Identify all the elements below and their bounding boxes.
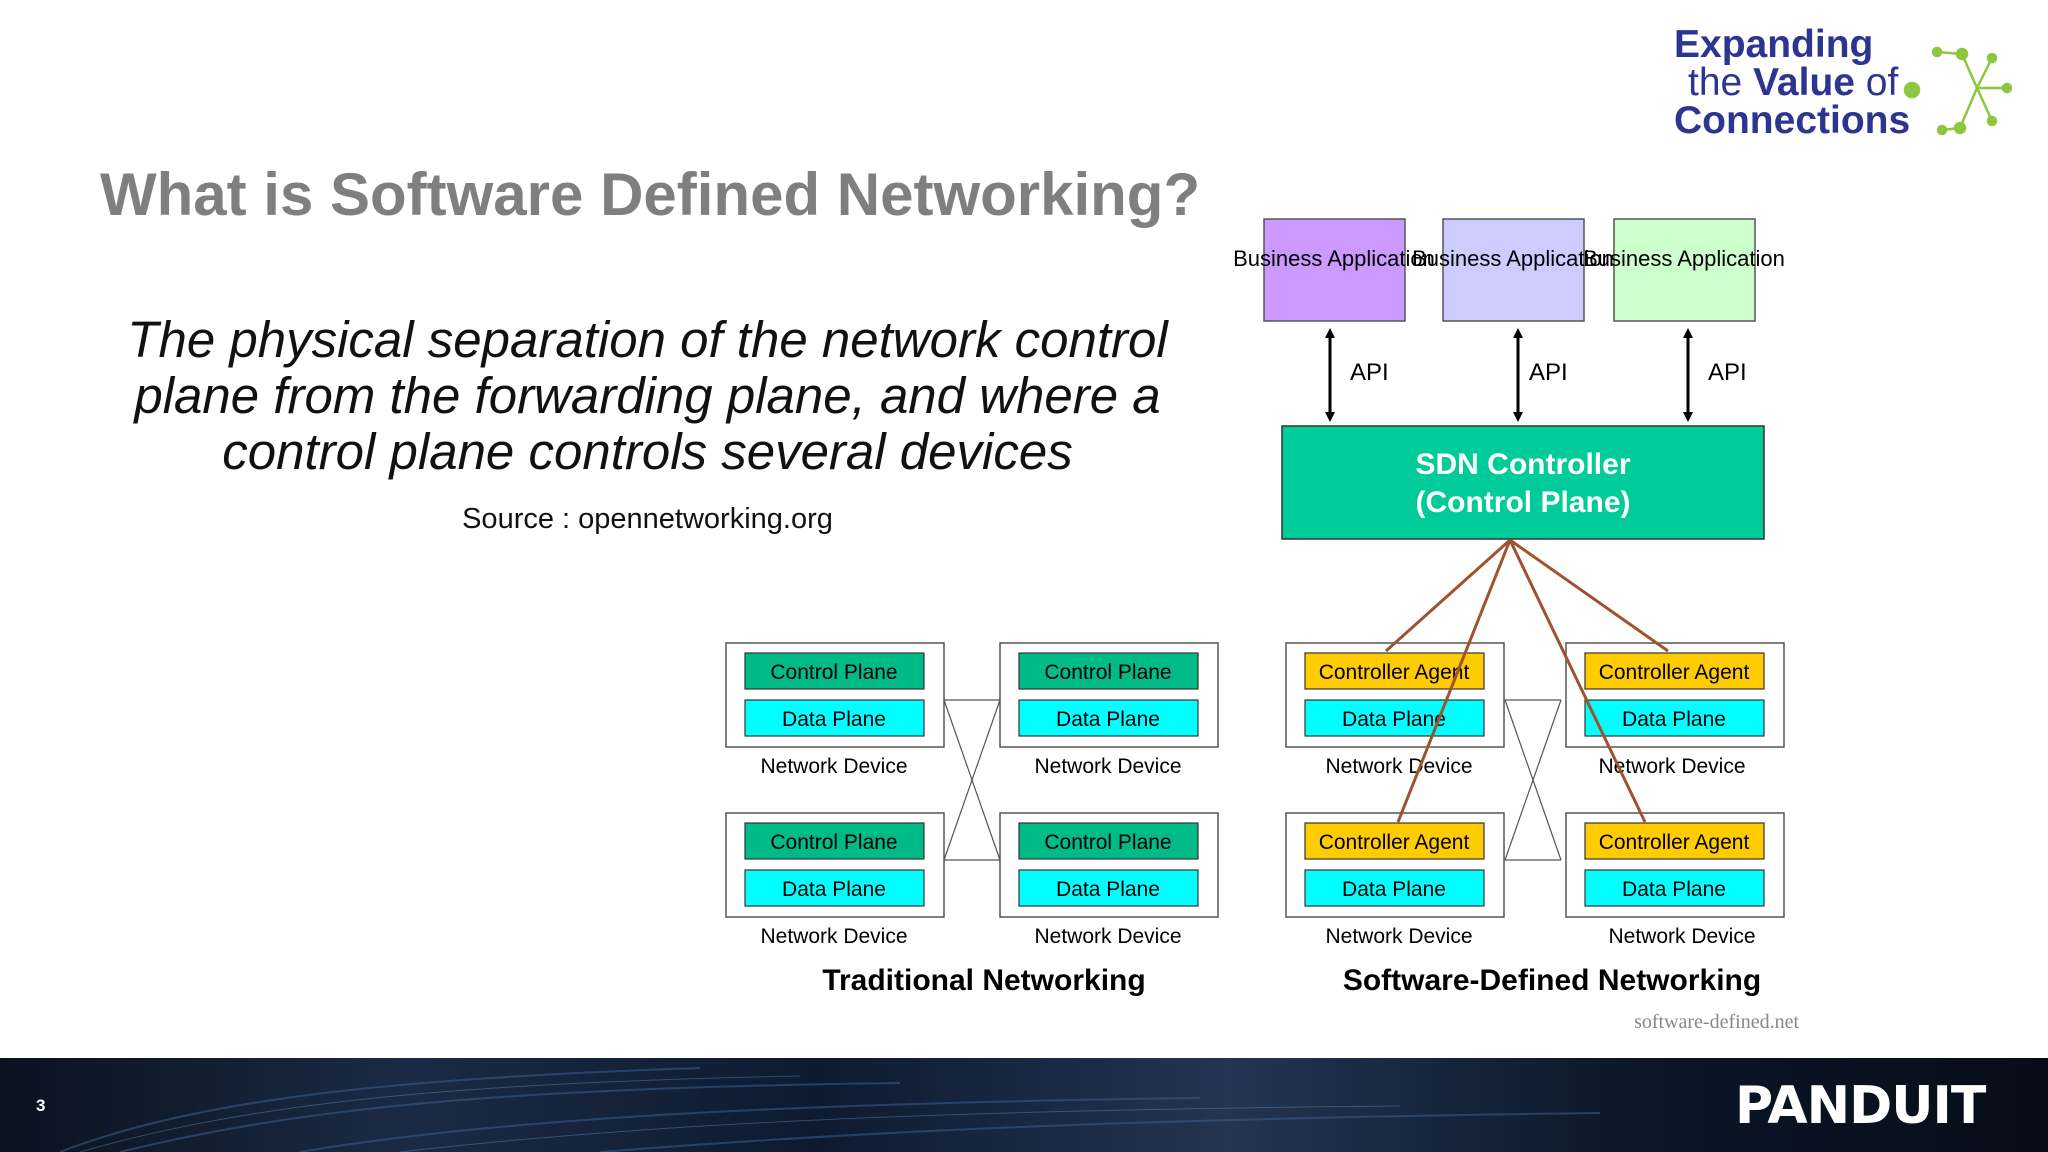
sdn-caption: Software-Defined Networking <box>1343 964 1761 997</box>
data-plane-label: Data Plane <box>1622 878 1726 901</box>
network-device-label: Network Device <box>1325 925 1472 948</box>
panduit-logo: PANDUIT <box>1735 1076 1986 1136</box>
network-device-label: Network Device <box>1325 755 1472 778</box>
api-label-2: API <box>1529 359 1568 386</box>
traditional-device-1: Control Plane Data Plane Network Device <box>725 642 945 778</box>
data-plane-label: Data Plane <box>1342 878 1446 901</box>
sdn-controller: SDN Controller (Control Plane) <box>1281 425 1765 540</box>
source-citation: Source : opennetworking.org <box>462 503 833 535</box>
sdn-definition: The physical separation of the network c… <box>127 311 1168 480</box>
controller-agent-label: Controller Agent <box>1599 661 1750 684</box>
sdn-device-3: Controller Agent Data Plane Network Devi… <box>1285 812 1505 948</box>
logo: Expanding the Value of Connections <box>1662 23 2012 156</box>
slide-title: What is Software Defined Networking? <box>100 161 1201 228</box>
credit-text: software-defined.net <box>1634 1011 1799 1033</box>
sdn-device-4: Controller Agent Data Plane Network Devi… <box>1565 812 1785 948</box>
control-plane-label: Control Plane <box>770 831 897 854</box>
business-app-3-label: Business Application <box>1583 246 1785 271</box>
business-app-1-label: Business Application <box>1233 246 1435 271</box>
business-app-2: Business Application <box>1412 218 1614 322</box>
business-app-1: Business Application <box>1233 218 1435 322</box>
sdn-diagram: Business Application Business Applicatio… <box>725 218 1799 1033</box>
logo-network-icon <box>1903 46 2012 136</box>
network-device-label: Network Device <box>1034 755 1181 778</box>
logo-line-1: Expanding <box>1674 23 1874 66</box>
logo-line-2b: Value <box>1753 61 1866 104</box>
data-plane-label: Data Plane <box>782 708 886 731</box>
page-number: 3 <box>36 1096 46 1115</box>
sdn-device-1: Controller Agent Data Plane Network Devi… <box>1285 642 1505 778</box>
control-plane-label: Control Plane <box>770 661 897 684</box>
controller-label-2: (Control Plane) <box>1416 486 1631 519</box>
api-label-3: API <box>1708 359 1747 386</box>
business-app-3: Business Application <box>1583 218 1785 322</box>
control-plane-label: Control Plane <box>1044 661 1171 684</box>
sdn-links <box>1504 699 1562 861</box>
traditional-device-4: Control Plane Data Plane Network Device <box>999 812 1219 948</box>
data-plane-label: Data Plane <box>782 878 886 901</box>
business-app-2-label: Business Application <box>1412 246 1614 271</box>
network-device-label: Network Device <box>1034 925 1181 948</box>
logo-line-3: Connections <box>1674 99 1911 142</box>
trademark-mark: TM <box>1961 1084 1977 1096</box>
network-device-label: Network Device <box>1608 925 1755 948</box>
controller-agent-label: Controller Agent <box>1319 831 1470 854</box>
traditional-device-3: Control Plane Data Plane Network Device <box>725 812 945 948</box>
traditional-caption: Traditional Networking <box>822 964 1145 997</box>
logo-line-2a: the <box>1688 61 1754 104</box>
control-plane-label: Control Plane <box>1044 831 1171 854</box>
traditional-device-2: Control Plane Data Plane Network Device <box>999 642 1219 778</box>
footer-background-lines <box>59 1067 1601 1152</box>
data-plane-label: Data Plane <box>1342 708 1446 731</box>
controller-agent-label: Controller Agent <box>1599 831 1750 854</box>
data-plane-label: Data Plane <box>1622 708 1726 731</box>
traditional-links <box>943 699 1001 861</box>
api-label-1: API <box>1350 359 1389 386</box>
footer-bar: 3 PANDUIT TM <box>0 1058 2048 1152</box>
sdn-device-2: Controller Agent Data Plane Network Devi… <box>1565 642 1785 778</box>
controller-agent-links <box>1384 538 1669 823</box>
logo-line-2c: of <box>1865 61 1899 104</box>
controller-label-1: SDN Controller <box>1415 448 1630 481</box>
data-plane-label: Data Plane <box>1056 708 1160 731</box>
controller-agent-label: Controller Agent <box>1319 661 1470 684</box>
network-device-label: Network Device <box>760 755 907 778</box>
network-device-label: Network Device <box>760 925 907 948</box>
data-plane-label: Data Plane <box>1056 878 1160 901</box>
network-device-label: Network Device <box>1598 755 1745 778</box>
